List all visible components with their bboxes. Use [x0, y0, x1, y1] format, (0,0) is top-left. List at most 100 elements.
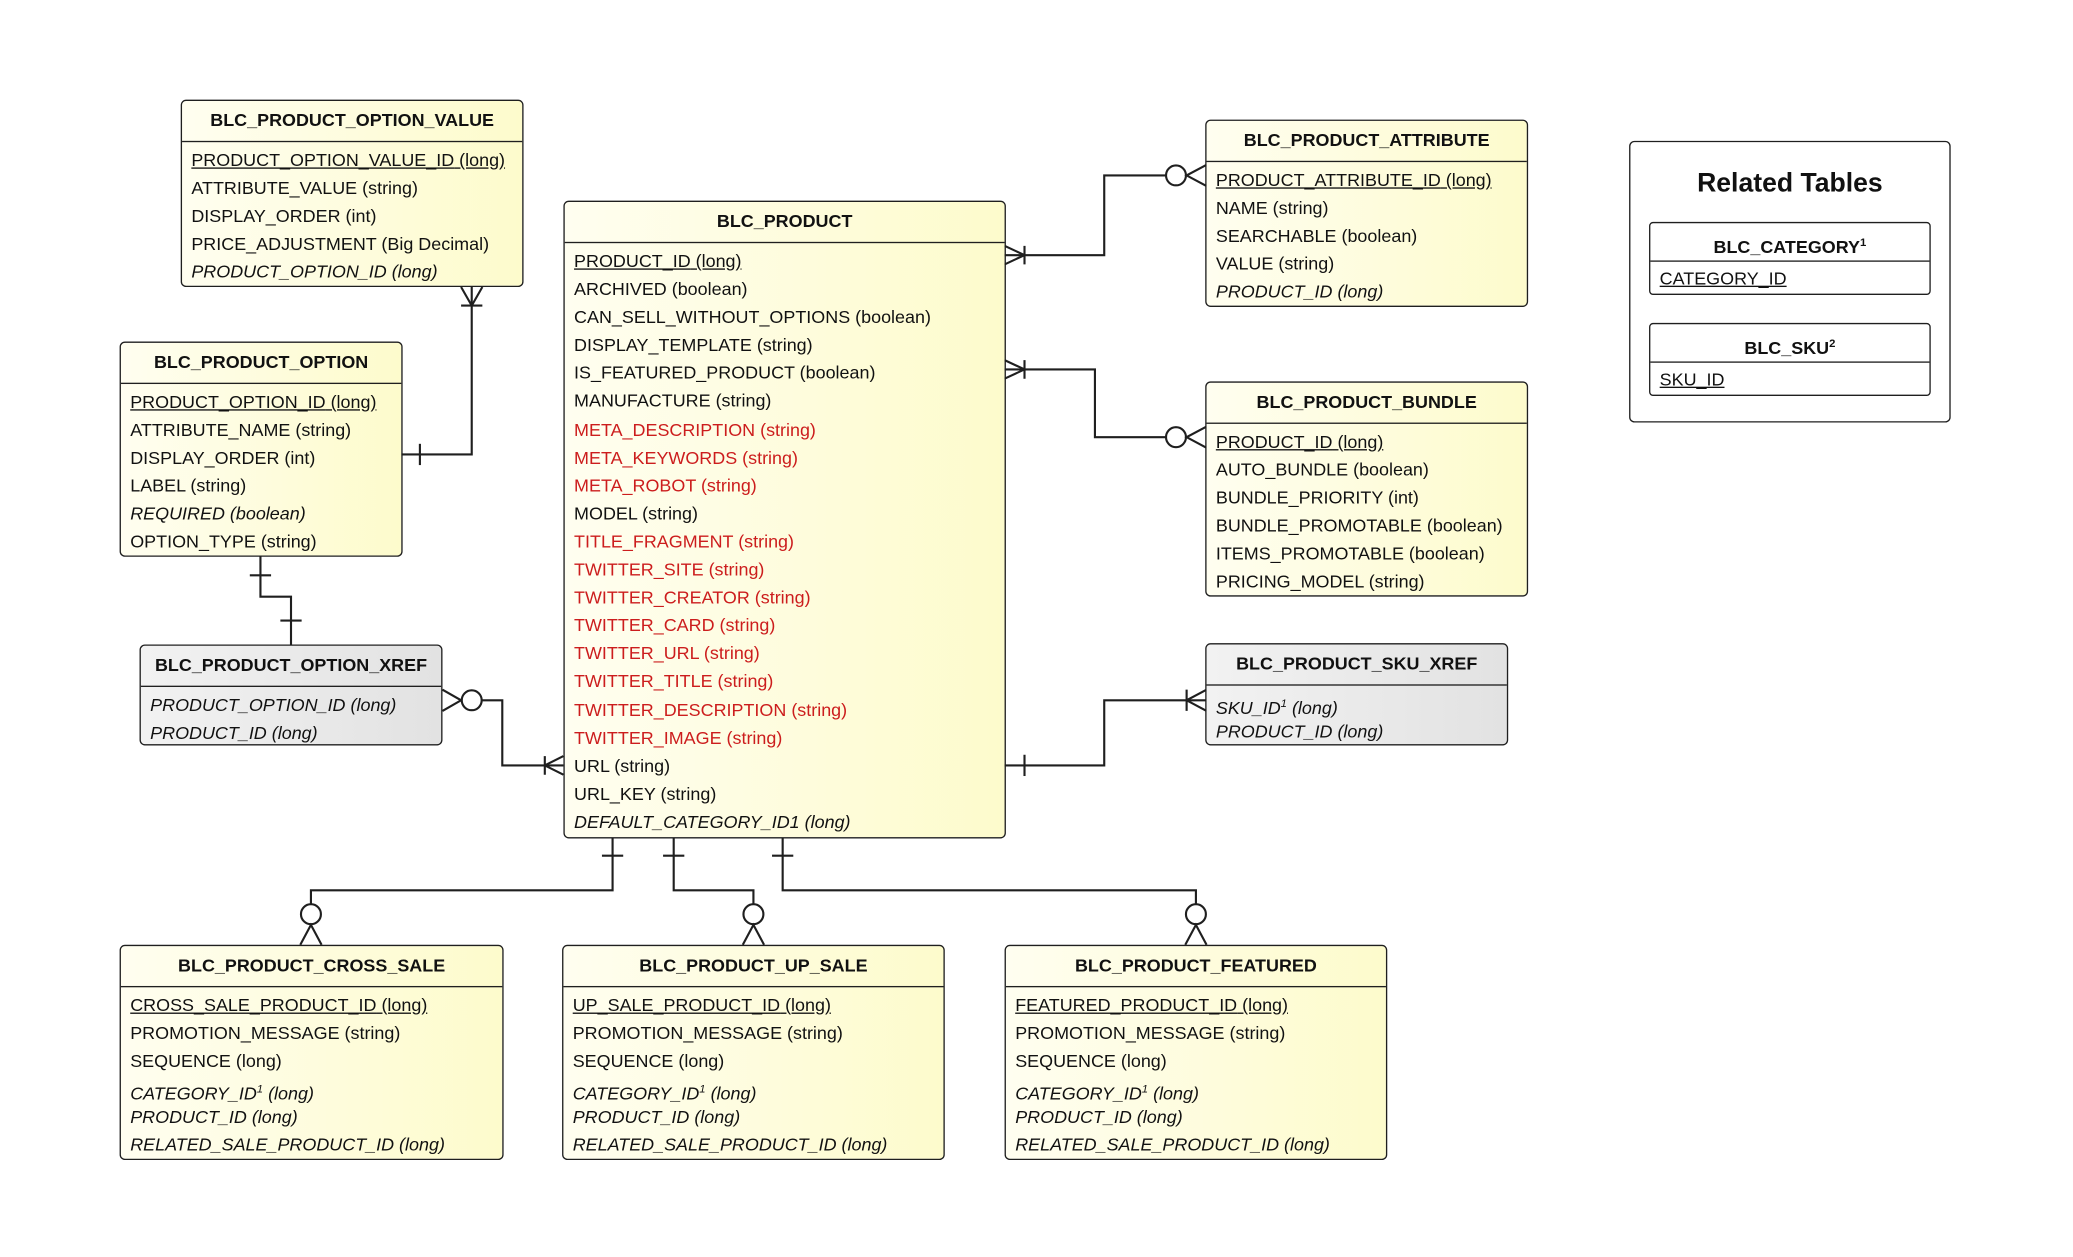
entity-title: BLC_PRODUCT_BUNDLE [1206, 383, 1527, 424]
field-type: (long) [1237, 995, 1289, 1016]
field-type: (string) [749, 587, 811, 608]
field-type: (string) [695, 475, 757, 496]
field-row: IS_FEATURED_PRODUCT (boolean) [565, 359, 1005, 387]
field-type: (string) [357, 178, 418, 199]
entity-title: BLC_CATEGORY1 [1650, 223, 1930, 262]
field-row: CATEGORY_ID1 (long) [1006, 1075, 1386, 1104]
field-name: PROMOTION_MESSAGE [130, 1023, 340, 1044]
field-row: META_KEYWORDS (string) [565, 443, 1005, 471]
field-name: URL [574, 755, 610, 776]
field-row: META_DESCRIPTION (string) [565, 415, 1005, 443]
field-type: (string) [755, 419, 816, 440]
connector-option-value-option [401, 287, 473, 456]
field-type: (boolean) [794, 363, 876, 384]
field-type: (long) [799, 811, 851, 832]
field-row: RELATED_SALE_PRODUCT_ID (long) [1006, 1131, 1386, 1159]
field-name: META_DESCRIPTION [574, 419, 756, 440]
field-row: URL (string) [565, 752, 1005, 780]
field-type: (long) [376, 995, 428, 1016]
field-row: PRODUCT_ID (long) [1207, 278, 1527, 306]
field-name: LABEL [130, 476, 186, 497]
field-row: DISPLAY_TEMPLATE (string) [565, 331, 1005, 359]
field-name: PRODUCT_OPTION_ID [150, 694, 346, 715]
field-row: RELATED_SALE_PRODUCT_ID (long) [121, 1131, 502, 1159]
field-row: DISPLAY_ORDER (int) [121, 444, 401, 472]
field-row: PRODUCT_ID (long) [121, 1103, 502, 1131]
field-name: ITEMS_PROMOTABLE [1215, 543, 1404, 564]
field-type: (long) [1148, 1084, 1199, 1104]
field-name: VALUE [1215, 254, 1274, 275]
field-type: (string) [339, 1023, 401, 1044]
field-row: UP_SALE_PRODUCT_ID (long) [563, 991, 943, 1019]
field-name: SKU_ID [1215, 698, 1281, 719]
entity-title: BLC_PRODUCT_ATTRIBUTE [1206, 121, 1527, 163]
field-type: (string) [737, 447, 798, 468]
field-row: LABEL (string) [121, 472, 401, 500]
field-type: (long) [386, 262, 438, 283]
field-type: (long) [246, 1107, 298, 1128]
field-name: SEQUENCE [130, 1051, 231, 1072]
entity-sku: BLC_SKU2 SKU_ID [1649, 322, 1931, 396]
field-row: TWITTER_CARD (string) [565, 612, 1005, 640]
crowfoot-many-icon [1004, 244, 1028, 266]
field-row: CATEGORY_ID1 (long) [121, 1075, 502, 1104]
field-type: (string) [185, 476, 247, 497]
field-row: TWITTER_IMAGE (string) [565, 724, 1005, 752]
field-name: DEFAULT_CATEGORY_ID1 [574, 811, 800, 832]
field-type: (string) [703, 559, 765, 580]
field-name: PROMOTION_MESSAGE [572, 1023, 783, 1044]
field-name: PRODUCT_OPTION_ID [130, 391, 326, 412]
field-type: (int) [279, 448, 316, 468]
field-row: BUNDLE_PROMOTABLE (boolean) [1207, 512, 1527, 540]
field-type: (boolean) [1348, 459, 1429, 480]
related-tables-panel: Related Tables BLC_CATEGORY1 CATEGORY_ID… [1629, 140, 1951, 423]
field-name: OPTION_TYPE [130, 532, 256, 553]
field-type: (boolean) [666, 279, 748, 300]
field-name: PRODUCT_ID [150, 722, 267, 743]
field-row: RELATED_SALE_PRODUCT_ID (long) [563, 1131, 943, 1159]
entity-title: BLC_PRODUCT_SKU_XREF [1206, 644, 1507, 686]
field-row: DEFAULT_CATEGORY_ID1 (long) [565, 808, 1005, 836]
field-type: (boolean) [1336, 226, 1418, 247]
field-row: MANUFACTURE (string) [565, 387, 1005, 415]
field-row: PRODUCT_ID (long) [565, 247, 1005, 275]
field-row: CROSS_SALE_PRODUCT_ID (long) [121, 991, 502, 1019]
field-name: BUNDLE_PROMOTABLE [1215, 515, 1422, 536]
field-type: (boolean) [1403, 543, 1485, 564]
field-type: (string) [637, 503, 698, 524]
field-type: (string) [290, 420, 352, 440]
entity-title: BLC_PRODUCT_FEATURED [1005, 946, 1386, 988]
field-type: (long) [673, 1051, 725, 1072]
field-name: META_ROBOT [574, 475, 696, 496]
field-row: DISPLAY_ORDER (int) [182, 202, 522, 230]
field-row: PRODUCT_OPTION_ID (long) [141, 691, 441, 719]
field-name: TWITTER_CARD [574, 615, 715, 636]
field-name: PRODUCT_ID [572, 1107, 690, 1128]
field-name: URL_KEY [574, 783, 656, 804]
field-row: TWITTER_TITLE (string) [565, 668, 1005, 696]
field-row: PRODUCT_ATTRIBUTE_ID (long) [1207, 166, 1527, 194]
field-type: (long) [1332, 282, 1384, 303]
crowfoot-many-icon [1184, 425, 1208, 449]
field-row: PROMOTION_MESSAGE (string) [1006, 1019, 1386, 1047]
field-type: (long) [394, 1135, 445, 1156]
field-row: ITEMS_PROMOTABLE (boolean) [1207, 540, 1527, 568]
field-name: CATEGORY_ID [130, 1084, 257, 1104]
field-name: RELATED_SALE_PRODUCT_ID [572, 1135, 837, 1156]
field-type: (string) [609, 755, 671, 776]
field-type: (long) [1131, 1107, 1183, 1128]
field-type: (boolean) [850, 307, 931, 328]
connector-option-xref-product [481, 699, 564, 767]
entity-fields: UP_SALE_PRODUCT_ID (long) PROMOTION_MESSA… [563, 987, 943, 1159]
field-name: ARCHIVED [574, 279, 667, 300]
crowfoot-many-icon [1184, 163, 1208, 187]
entity-title: BLC_SKU2 [1650, 324, 1930, 363]
crowfoot-many-icon [1184, 922, 1208, 946]
field-row: TWITTER_SITE (string) [565, 555, 1005, 583]
field-name: PRODUCT_ID [1015, 1107, 1132, 1128]
field-type: (long) [705, 1084, 757, 1104]
connector-product-featured [781, 838, 1197, 904]
entity-fields: SKU_ID1 (long)PRODUCT_ID (long) [1207, 686, 1507, 746]
